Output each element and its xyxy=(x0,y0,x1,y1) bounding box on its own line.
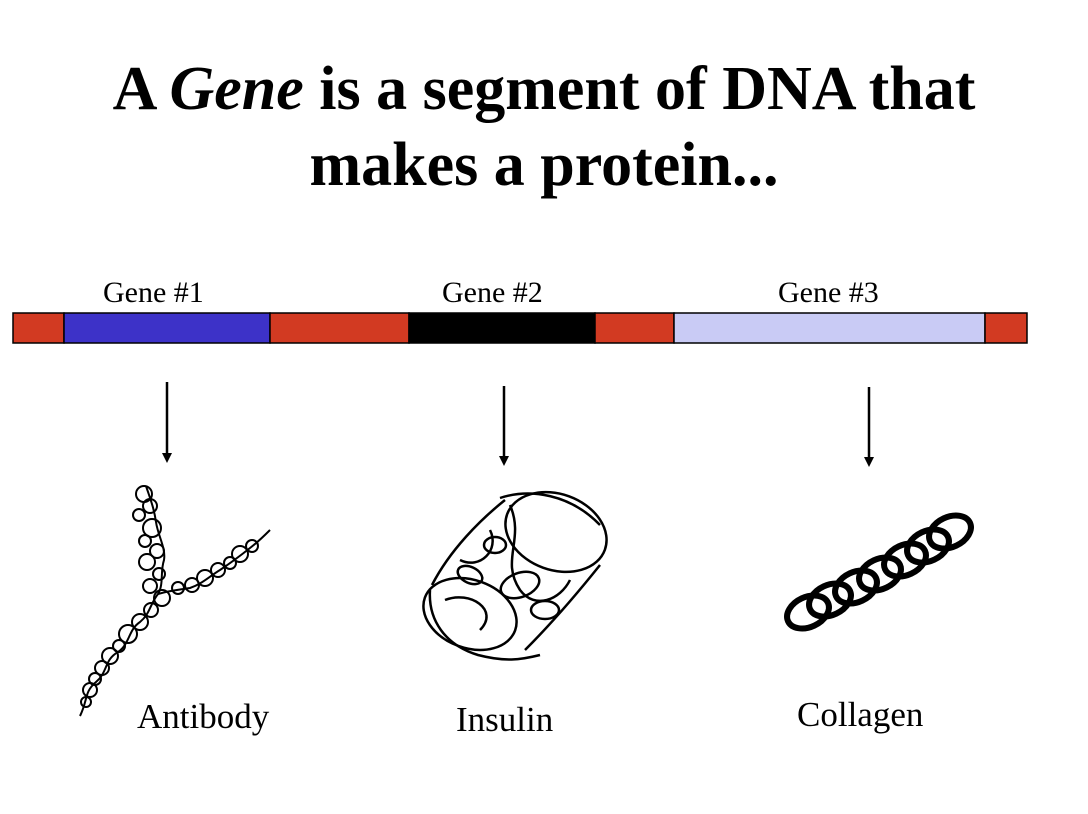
dna-spacer-segment xyxy=(594,312,675,344)
slide-title-line-1: A Gene is a segment of DNA that xyxy=(0,52,1088,126)
antibody-icon xyxy=(79,485,271,717)
dna-spacer-segment xyxy=(269,312,410,344)
gene-2-label: Gene #2 xyxy=(442,276,543,309)
protein-label-antibody: Antibody xyxy=(137,697,270,736)
title-suffix: is a segment of DNA that xyxy=(303,55,976,123)
title-emphasis: Gene xyxy=(169,55,304,123)
dna-strip xyxy=(12,312,1028,344)
gene-1-label: Gene #1 xyxy=(103,276,204,309)
slide-title-line-2: makes a protein... xyxy=(309,131,779,199)
insulin-icon xyxy=(422,490,608,661)
gene-1-segment xyxy=(63,312,271,344)
dna-spacer-segment xyxy=(12,312,65,344)
gene-3-segment xyxy=(673,312,986,344)
dna-spacer-segment xyxy=(984,312,1028,344)
collagen-icon xyxy=(784,512,974,632)
protein-label-insulin: Insulin xyxy=(456,700,554,739)
gene-2-segment xyxy=(408,312,596,344)
gene-3-label: Gene #3 xyxy=(778,276,879,309)
protein-label-collagen: Collagen xyxy=(797,695,924,734)
title-prefix: A xyxy=(112,55,170,123)
